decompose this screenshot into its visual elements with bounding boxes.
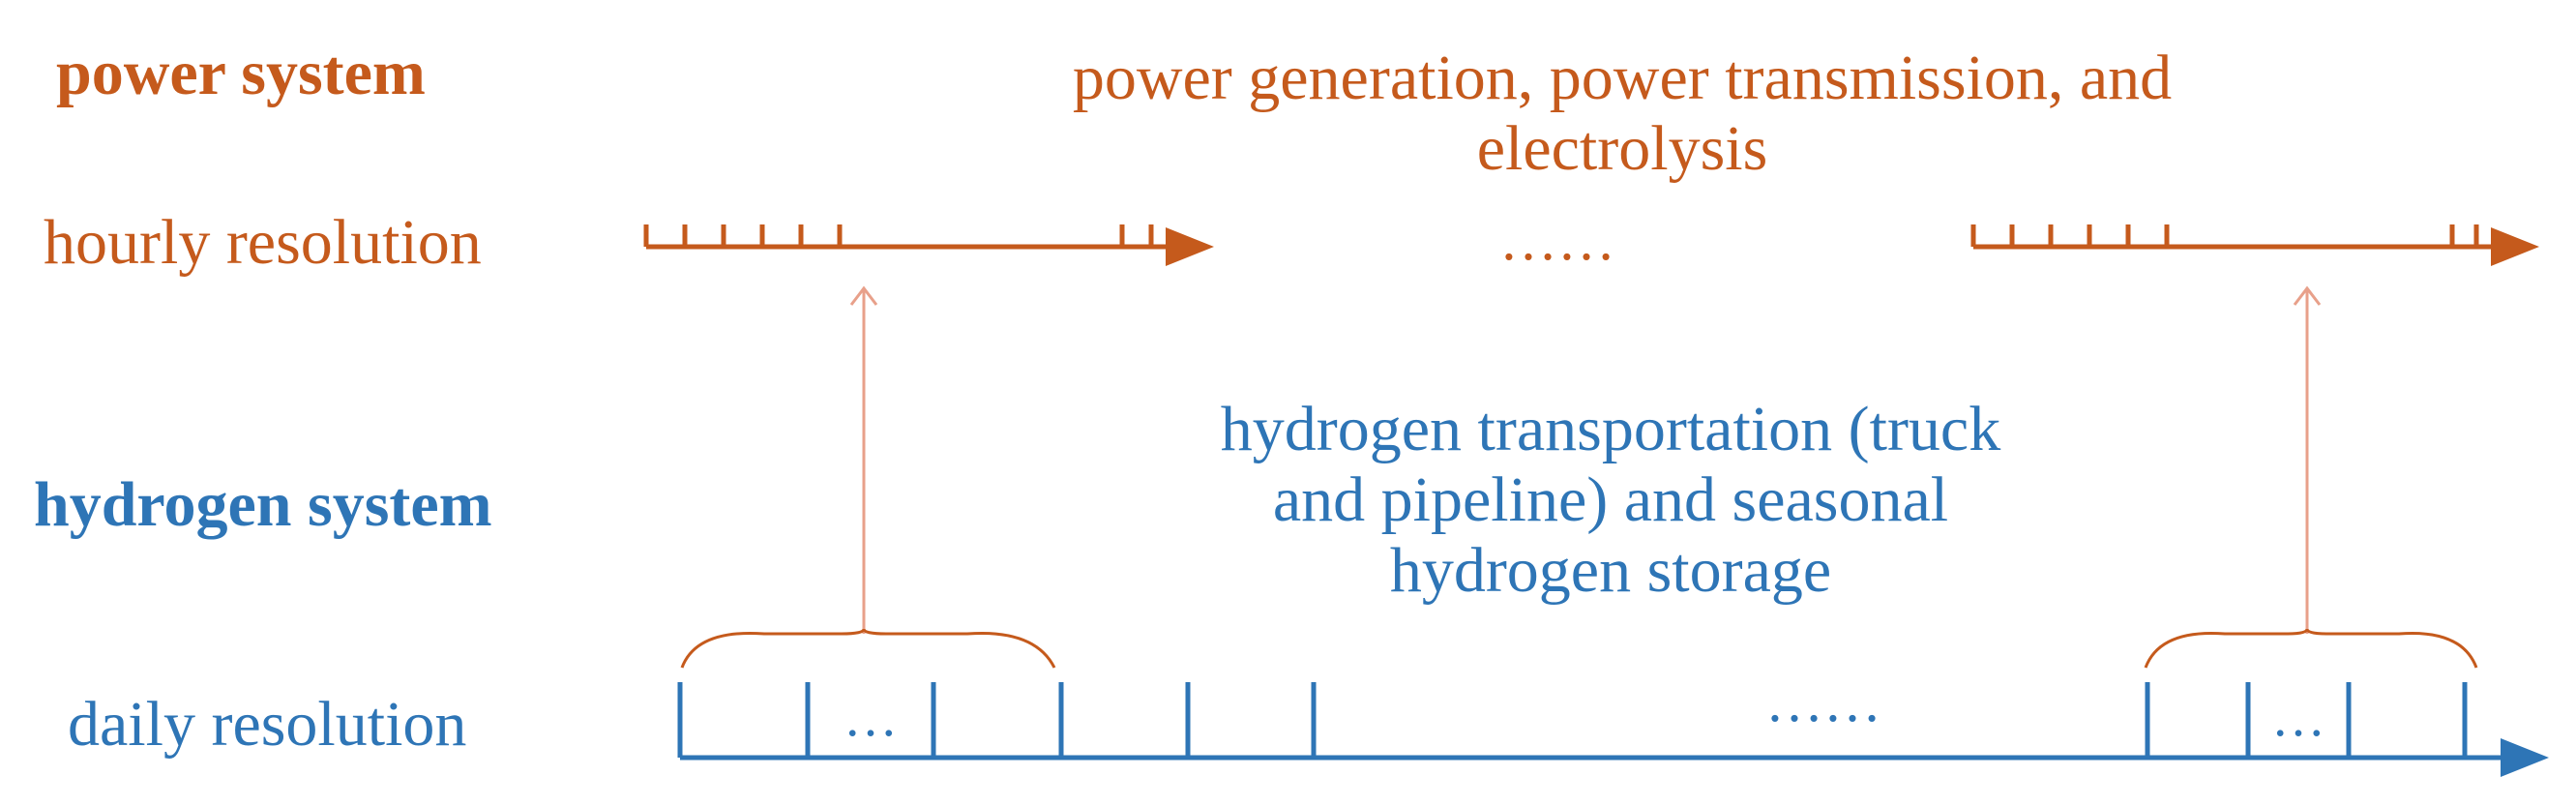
brace-left [680,628,1056,669]
hydrogen-system-title: hydrogen system [34,469,492,540]
hourly-axis-left [643,224,1214,266]
hydrogen-description-line3: hydrogen storage [1390,535,1831,606]
hourly-axis-right [1970,224,2539,266]
hydrogen-description-line1: hydrogen transportation (truck [1221,394,2000,464]
hourly-ellipsis: …… [1499,208,1615,272]
hourly-axis-right-arrowhead [2491,227,2539,266]
daily-bracket-ellipsis-right: … [2271,688,2325,748]
hydrogen-description-line2: and pipeline) and seasonal [1273,464,1948,535]
hourly-axis-left-arrowhead [1166,227,1214,266]
power-description-line2: electrolysis [1477,113,1768,184]
daily-resolution-label: daily resolution [68,689,466,760]
connector-right [2293,285,2322,634]
daily-bracket-ellipsis-left: … [844,688,898,748]
daily-ellipsis: …… [1765,670,1881,733]
daily-axis-arrowhead [2501,738,2549,777]
daily-axis [677,682,2549,777]
connector-left [849,285,878,634]
power-description-line1: power generation, power transmission, an… [1073,43,2172,113]
power-system-title: power system [56,38,426,108]
hourly-resolution-label: hourly resolution [44,207,482,278]
brace-right [2144,628,2478,669]
